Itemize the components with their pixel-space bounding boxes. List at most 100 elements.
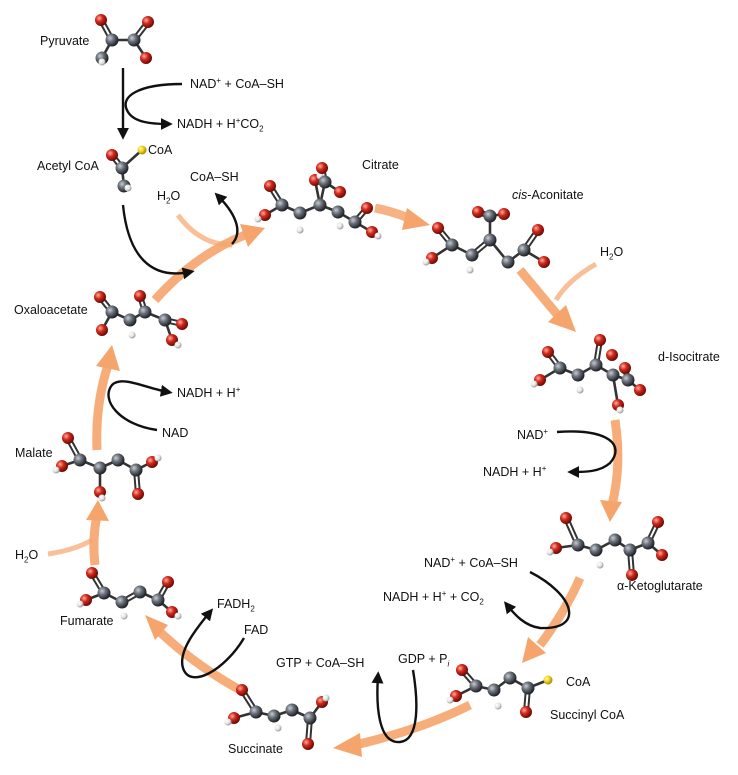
oxygen-atom bbox=[542, 346, 554, 358]
carbon-atom bbox=[571, 368, 585, 382]
oxygen-atom bbox=[634, 384, 646, 396]
hydrogen-atom bbox=[254, 215, 262, 223]
carbon-atom bbox=[105, 305, 119, 319]
carbon-atom bbox=[318, 175, 332, 189]
carbon-atom bbox=[158, 313, 172, 327]
carbon-atom bbox=[331, 205, 345, 219]
hydrogen-atom bbox=[154, 454, 162, 462]
oxaloacetate-molecule bbox=[94, 290, 188, 349]
hydrogen-atom bbox=[98, 58, 106, 66]
pdh-output-cofactors: NADH + H+CO2 bbox=[177, 115, 264, 134]
oxygen-atom bbox=[656, 549, 668, 561]
sdh-input-cofactor: FAD bbox=[244, 623, 269, 637]
fumarate-molecule bbox=[76, 567, 182, 620]
oxygen-atom bbox=[472, 206, 484, 218]
molecules bbox=[52, 14, 668, 750]
acetyl-coa-molecule bbox=[106, 145, 147, 193]
oxygen-atom bbox=[162, 576, 174, 588]
ketoglutarate-molecule bbox=[546, 512, 668, 581]
carbon-atom bbox=[303, 711, 317, 725]
oxygen-atom bbox=[302, 738, 314, 750]
carbon-atom bbox=[483, 233, 497, 247]
oxygen-atom bbox=[538, 256, 550, 268]
hydrogen-atom bbox=[336, 222, 344, 230]
hydrogen-atom bbox=[174, 341, 182, 349]
oxygen-atom bbox=[456, 664, 468, 676]
carbon-atom bbox=[589, 543, 603, 557]
hydrogen-atom bbox=[224, 718, 232, 726]
oxygen-atom bbox=[594, 334, 606, 346]
succinyl-coa-molecule bbox=[446, 664, 553, 718]
hydrogen-atom bbox=[174, 612, 182, 620]
cycle-arrow-isocitrate-to-ketoglutarate bbox=[600, 419, 623, 522]
fumarase-water-label: H2O bbox=[15, 548, 39, 565]
kgdh-input-cofactors: NAD+ + CoA–SH bbox=[424, 554, 518, 570]
succinate-molecule bbox=[224, 684, 330, 750]
oxygen-atom bbox=[140, 52, 152, 64]
hydrogen-atom bbox=[76, 600, 84, 608]
malate-label: Malate bbox=[15, 446, 53, 460]
pyruvate-molecule bbox=[95, 14, 154, 66]
oxygen-atom bbox=[264, 180, 276, 192]
citrate-synthase-water-label: H2O bbox=[157, 189, 181, 206]
oxygen-atom bbox=[132, 488, 144, 500]
cis-aconitate-molecule bbox=[422, 206, 550, 274]
carbon-atom bbox=[285, 703, 299, 717]
cycle-arrow-fumarate-to-malate bbox=[86, 500, 109, 566]
oxygen-atom bbox=[176, 318, 188, 330]
oxygen-atom bbox=[652, 516, 664, 528]
carbon-atom bbox=[606, 368, 620, 382]
idh-cofactor-arrow bbox=[556, 430, 617, 478]
hydrogen-atom bbox=[446, 696, 454, 704]
pyruvate-label: Pyruvate bbox=[40, 34, 90, 48]
carbon-atom bbox=[445, 238, 459, 252]
hydrogen-atom bbox=[576, 386, 584, 394]
hydrogen-atom bbox=[322, 694, 330, 702]
carbon-atom bbox=[275, 198, 289, 212]
carbon-atom bbox=[348, 215, 362, 229]
oxygen-atom bbox=[432, 222, 444, 234]
hydrogen-atom bbox=[296, 226, 304, 234]
fumarate-label: Fumarate bbox=[60, 614, 114, 628]
hydrogen-atom bbox=[466, 266, 474, 274]
succinyl-coa-tag: CoA bbox=[566, 675, 591, 689]
carbon-atom bbox=[621, 373, 635, 387]
carbon-atom bbox=[465, 248, 479, 262]
sulfur-atom bbox=[137, 145, 147, 155]
oxygen-atom bbox=[316, 162, 328, 174]
hydrogen-atom bbox=[98, 494, 106, 502]
oxygen-atom bbox=[166, 334, 178, 346]
mdh-output-cofactors: NADH + H+ bbox=[177, 384, 241, 400]
oxaloacetate-label: Oxaloacetate bbox=[14, 303, 88, 317]
pdh-input-cofactors: NAD+ + CoA–SH bbox=[190, 75, 284, 91]
oxygen-atom bbox=[142, 16, 154, 28]
carbon-atom bbox=[501, 255, 515, 269]
idh-output-cofactors: NADH + H+ bbox=[483, 463, 547, 479]
hydrogen-atom bbox=[546, 548, 554, 556]
cycle-arrow-malate-to-oxaloacetate bbox=[92, 345, 120, 451]
carbon-atom bbox=[483, 209, 497, 223]
water-input-arrow-fumarase bbox=[47, 537, 94, 557]
carbon-atom bbox=[151, 593, 165, 607]
oxygen-atom bbox=[334, 186, 346, 198]
carbon-atom bbox=[115, 595, 129, 609]
oxygen-atom bbox=[259, 209, 271, 221]
isocitrate-label: d-Isocitrate bbox=[658, 350, 720, 364]
scs-input-cofactors: GDP + Pi bbox=[398, 652, 450, 669]
carbon-atom bbox=[589, 358, 603, 372]
carbon-atom bbox=[469, 679, 483, 693]
acetyl-coa-label: Acetyl CoA bbox=[37, 159, 99, 173]
citrate-synthase-coa-arrow bbox=[121, 204, 195, 280]
oxygen-atom bbox=[606, 349, 618, 361]
oxygen-atom bbox=[106, 149, 118, 161]
oxygen-atom bbox=[236, 684, 248, 696]
oxygen-atom bbox=[560, 512, 572, 524]
cycle-arrow-succinate-to-fumarate bbox=[145, 615, 243, 694]
succinate-label: Succinate bbox=[228, 742, 283, 756]
ketoglutarate-label: α-Ketoglutarate bbox=[617, 579, 703, 593]
oxygen-atom bbox=[62, 432, 74, 444]
citrate-synthase-coash-arrow bbox=[214, 192, 239, 245]
carbon-atom bbox=[503, 671, 517, 685]
carbon-atom bbox=[123, 313, 137, 327]
